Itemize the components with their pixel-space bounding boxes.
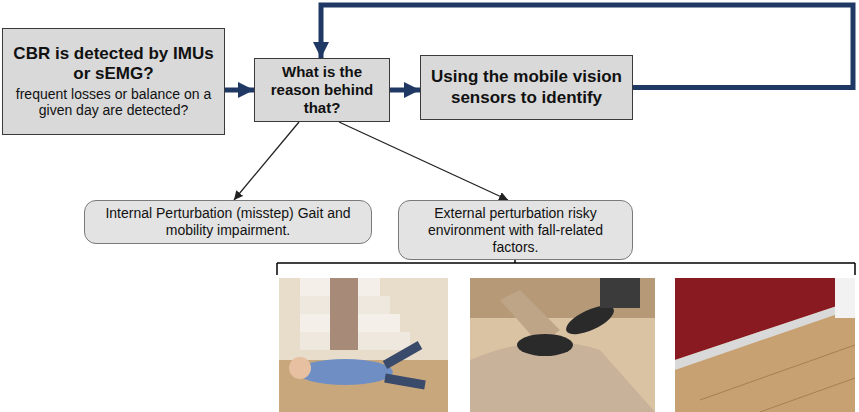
branch-arrow xyxy=(339,122,508,200)
box-heading: Internal Perturbation (misstep) Gait and… xyxy=(91,205,365,239)
box-heading: External perturbation risky environment … xyxy=(405,205,626,255)
stair-fall-photo xyxy=(279,278,448,412)
flow-arrow xyxy=(390,88,420,93)
process-box: Using the mobile vision sensors to ident… xyxy=(420,55,633,120)
question-box: CBR is detected by IMUs or sEMG?frequent… xyxy=(2,28,225,135)
carpet-edge-photo xyxy=(675,278,855,412)
box-heading: What is the reason behind that? xyxy=(261,63,383,117)
flow-arrow xyxy=(225,88,254,93)
category-box: External perturbation risky environment … xyxy=(398,200,633,260)
box-body: frequent losses or balance on a given da… xyxy=(9,86,218,120)
box-heading: CBR is detected by IMUs or sEMG? xyxy=(9,44,218,85)
process-box: What is the reason behind that? xyxy=(254,58,390,122)
branch-arrow xyxy=(234,122,299,200)
category-box: Internal Perturbation (misstep) Gait and… xyxy=(84,200,372,244)
box-heading: Using the mobile vision sensors to ident… xyxy=(427,67,626,108)
rug-trip-photo xyxy=(470,278,655,412)
